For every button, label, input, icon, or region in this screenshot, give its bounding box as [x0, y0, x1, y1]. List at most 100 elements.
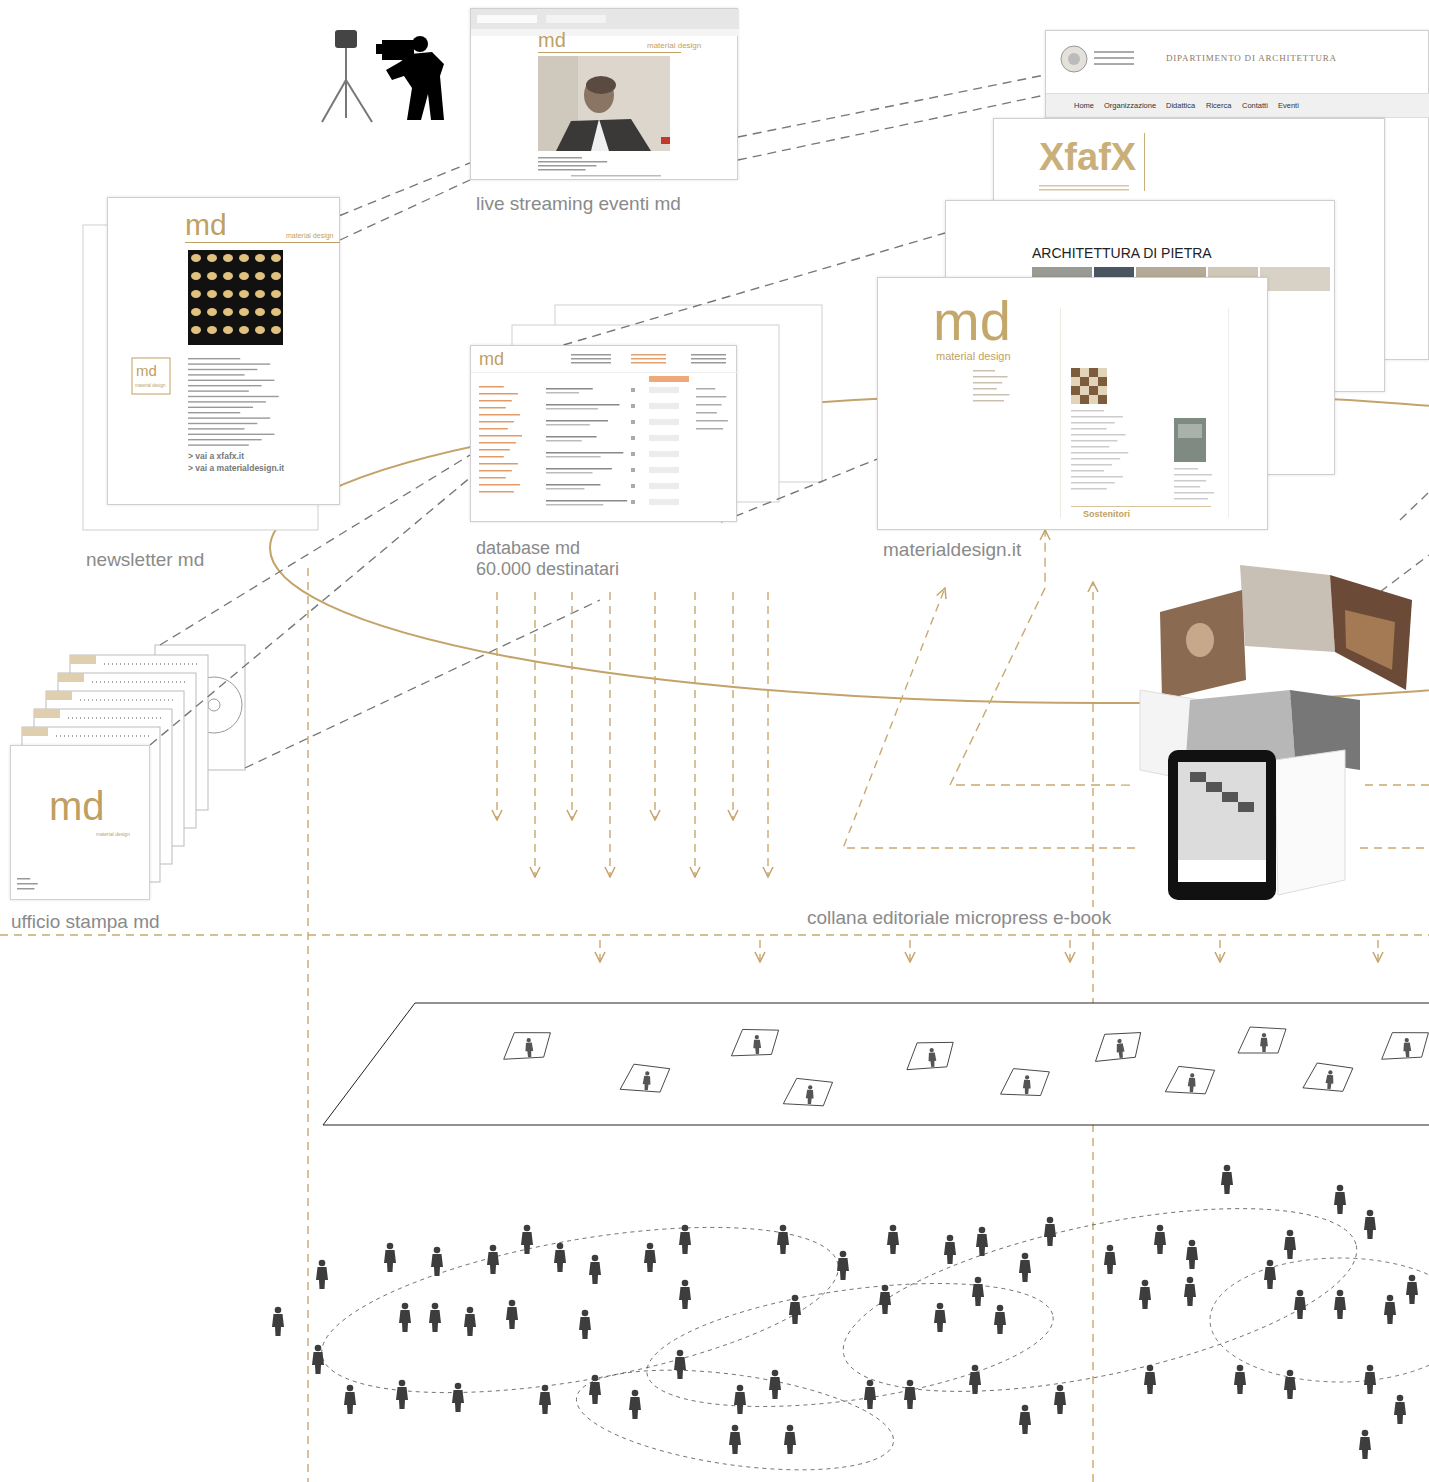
16 [479, 435, 522, 437]
8 [649, 387, 679, 393]
crowd [1054, 1385, 1066, 1414]
audience-group [310, 1172, 1429, 1482]
ebook-illustration [1178, 860, 1266, 882]
14 [1071, 422, 1115, 424]
3 [17, 888, 35, 890]
connector [721, 459, 877, 522]
14 [1071, 446, 1109, 448]
4 [1080, 377, 1089, 386]
crowd [904, 1380, 916, 1409]
crowd [344, 1385, 356, 1414]
crowd [879, 1285, 891, 1314]
page-detail [255, 254, 265, 262]
projection-line [340, 180, 470, 240]
ebook-illustration [1186, 623, 1214, 657]
16 [479, 477, 506, 479]
connector [950, 530, 1130, 785]
crowd [1154, 1225, 1166, 1254]
4 [1071, 368, 1080, 377]
4 [538, 157, 582, 159]
ebook-illustration-group: collana editoriale micropress e-book [1130, 560, 1429, 900]
page-detail [191, 290, 201, 298]
page-detail [255, 326, 265, 334]
crowd [1364, 1365, 1376, 1394]
caption: collana editoriale micropress e-book [805, 907, 1113, 929]
crowd [316, 1260, 328, 1289]
projection-line [245, 600, 600, 768]
logo-text: md [538, 29, 566, 51]
crowd [464, 1307, 476, 1336]
logo-subtitle: material design [96, 832, 130, 838]
flow-arrow [609, 592, 610, 877]
platform [1380, 1031, 1429, 1059]
page-detail [1068, 53, 1080, 65]
projection-line [1400, 492, 1429, 520]
crowd [1334, 1185, 1346, 1214]
press-kit-stack [46, 691, 72, 700]
8 [546, 420, 608, 422]
6 [1174, 486, 1200, 488]
16 [479, 414, 520, 416]
3 [571, 354, 611, 356]
page-detail [1228, 308, 1229, 518]
crowd [1284, 1370, 1296, 1399]
crowd [994, 1305, 1006, 1334]
link-text: > vai a materialdesign.it [188, 464, 284, 473]
17 [188, 439, 262, 440]
8 [631, 468, 635, 472]
8 [546, 404, 620, 406]
17 [188, 444, 249, 445]
4 [1071, 377, 1080, 386]
page-detail [556, 119, 651, 151]
press-kit-stack [92, 682, 188, 683]
17 [188, 396, 279, 397]
6 [696, 396, 726, 398]
ebook-illustration [1330, 575, 1412, 690]
17 [188, 423, 257, 424]
flow-arrow [599, 940, 600, 962]
2 [1039, 185, 1129, 187]
crowd [789, 1295, 801, 1324]
flow-arrow [1377, 940, 1378, 962]
14 [1071, 434, 1126, 436]
6 [1174, 492, 1214, 494]
crowd [272, 1165, 1418, 1459]
16 [479, 421, 514, 423]
14 [1071, 482, 1115, 484]
page-detail [271, 254, 281, 262]
page-illustration [1130, 560, 1429, 900]
projection-line [160, 95, 1429, 768]
lamp-icon [345, 48, 347, 80]
16 [479, 470, 512, 472]
logo-subtitle: material design [936, 350, 1011, 362]
page-detail [1046, 93, 1429, 117]
flow-arrow [1069, 940, 1070, 962]
ebook-illustration [1238, 802, 1254, 812]
page-detail [1060, 308, 1061, 518]
flow-arrow [759, 940, 760, 962]
17 [188, 390, 249, 391]
crowd [777, 1225, 789, 1254]
8 [631, 420, 635, 424]
page-detail [132, 358, 170, 394]
press-kit-stack [34, 709, 60, 718]
crowd [1394, 1395, 1406, 1424]
17 [188, 401, 266, 402]
crowd [396, 1380, 408, 1409]
8 [631, 404, 635, 408]
connector [150, 478, 470, 745]
page-detail [1260, 267, 1330, 291]
page-detail [207, 290, 217, 298]
audience-group [828, 1172, 1372, 1428]
crowd [837, 1251, 849, 1280]
page-detail [546, 15, 606, 23]
17 [188, 369, 257, 370]
8 [546, 488, 584, 490]
press-kit-stack [58, 673, 84, 682]
page-detail [223, 272, 233, 280]
crowd [539, 1385, 551, 1414]
crowd [976, 1227, 988, 1256]
8 [546, 484, 600, 486]
crowd [972, 1277, 984, 1306]
16 [479, 449, 510, 451]
